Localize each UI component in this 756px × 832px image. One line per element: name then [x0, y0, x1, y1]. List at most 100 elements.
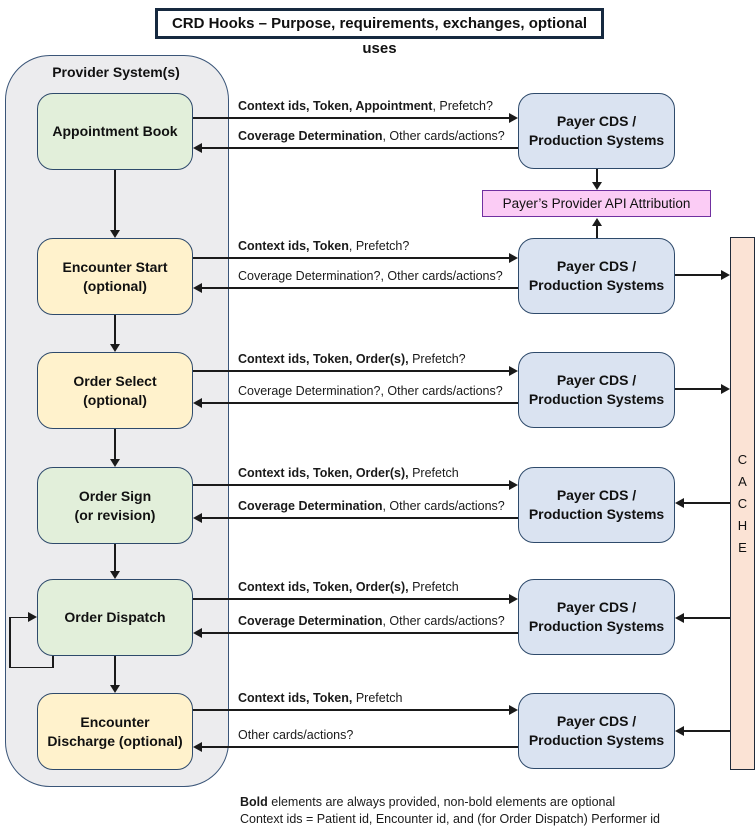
dispatch-loop-line-c [9, 617, 11, 668]
response-arrowhead-6 [193, 742, 202, 752]
dispatch-loop-line-b [9, 666, 54, 668]
flow-arrowhead-3-4 [110, 459, 120, 467]
cache-arrowhead-in-1 [721, 270, 730, 280]
response-arrow-line-3 [202, 402, 518, 404]
provider-systems-label: Provider System(s) [52, 64, 180, 80]
request-label-1: Context ids, Token, Appointment, Prefetc… [238, 99, 493, 113]
payer-cds-box-1: Payer CDS / Production Systems [518, 93, 675, 169]
payer-provider-api-attribution-box: Payer’s Provider API Attribution [482, 190, 711, 217]
request-arrow-line-6 [193, 709, 509, 711]
cache-arrow-line-in-1 [675, 274, 721, 276]
payer-cds-box-6: Payer CDS / Production Systems [518, 693, 675, 769]
payer-cds-box-5: Payer CDS / Production Systems [518, 579, 675, 655]
cache-arrow-line-out-1 [684, 502, 730, 504]
request-label-3: Context ids, Token, Order(s), Prefetch? [238, 352, 466, 366]
response-label-5-bold: Coverage Determination [238, 614, 383, 628]
request-arrow-line-4 [193, 484, 509, 486]
request-arrow-line-2 [193, 257, 509, 259]
response-arrowhead-4 [193, 513, 202, 523]
flow-arrowhead-4-5 [110, 571, 120, 579]
response-label-2: Coverage Determination?, Other cards/act… [238, 269, 503, 283]
request-label-1-bold: Context ids, Token, Appointment [238, 99, 433, 113]
footer-note-2: Context ids = Patient id, Encounter id, … [240, 812, 660, 826]
footer-note-1-bold: Bold [240, 795, 268, 809]
provider-box-order-select: Order Select (optional) [37, 352, 193, 429]
payer-cds-box-4: Payer CDS / Production Systems [518, 467, 675, 543]
request-label-2-rest: , Prefetch? [348, 239, 410, 253]
provider-box-encounter-start: Encounter Start (optional) [37, 238, 193, 315]
response-arrowhead-1 [193, 143, 202, 153]
request-label-4-bold: Context ids, Token, Order(s), [238, 466, 409, 480]
cache-arrowhead-out-2 [675, 613, 684, 623]
request-label-6: Context ids, Token, Prefetch [238, 691, 402, 705]
flow-arrowhead-1-2 [110, 230, 120, 238]
request-label-6-bold: Context ids, Token, [238, 691, 353, 705]
request-label-1-rest: , Prefetch? [432, 99, 493, 113]
attribution-arrow-line-up [596, 226, 598, 238]
response-label-5-rest: , Other cards/actions? [382, 614, 505, 628]
attribution-arrowhead-up [592, 218, 602, 226]
flow-arrow-line-4-5 [114, 544, 116, 572]
request-label-3-rest: Prefetch? [408, 352, 466, 366]
request-arrowhead-3 [509, 366, 518, 376]
request-label-3-bold: Context ids, Token, Order(s), [238, 352, 409, 366]
request-label-5-rest: Prefetch [408, 580, 459, 594]
flow-arrowhead-2-3 [110, 344, 120, 352]
response-label-4-rest: , Other cards/actions? [382, 499, 505, 513]
request-arrowhead-4 [509, 480, 518, 490]
request-arrow-line-5 [193, 598, 509, 600]
flow-arrow-line-5-6 [114, 656, 116, 686]
response-arrow-line-2 [202, 287, 518, 289]
flow-arrow-line-1-2 [114, 170, 116, 231]
flow-arrowhead-5-6 [110, 685, 120, 693]
response-arrow-line-6 [202, 746, 518, 748]
request-label-6-rest: Prefetch [352, 691, 403, 705]
response-label-1-rest: , Other cards/actions? [382, 129, 505, 143]
cache-arrow-line-out-3 [684, 730, 730, 732]
footer-note-1-rest: elements are always provided, non-bold e… [267, 795, 616, 809]
request-arrow-line-3 [193, 370, 509, 372]
response-arrow-line-5 [202, 632, 518, 634]
cache-arrowhead-out-3 [675, 726, 684, 736]
cache-arrowhead-in-2 [721, 384, 730, 394]
response-arrowhead-5 [193, 628, 202, 638]
dispatch-loop-line-d [9, 616, 29, 618]
provider-box-appointment-book: Appointment Book [37, 93, 193, 170]
request-label-2-bold: Context ids, Token [238, 239, 349, 253]
response-label-6-rest: Other cards/actions? [238, 728, 354, 742]
payer-cds-box-2: Payer CDS / Production Systems [518, 238, 675, 314]
dispatch-loop-line-a [52, 656, 54, 668]
response-label-3-rest: Coverage Determination?, Other cards/act… [238, 384, 503, 398]
response-label-5: Coverage Determination, Other cards/acti… [238, 614, 505, 628]
response-label-6: Other cards/actions? [238, 728, 353, 742]
request-arrowhead-2 [509, 253, 518, 263]
attribution-arrowhead-down [592, 182, 602, 190]
response-arrowhead-3 [193, 398, 202, 408]
response-label-3: Coverage Determination?, Other cards/act… [238, 384, 503, 398]
request-label-4: Context ids, Token, Order(s), Prefetch [238, 466, 459, 480]
response-arrow-line-1 [202, 147, 518, 149]
request-label-4-rest: Prefetch [408, 466, 459, 480]
request-label-2: Context ids, Token, Prefetch? [238, 239, 409, 253]
response-label-1: Coverage Determination, Other cards/acti… [238, 129, 505, 143]
cache-arrowhead-out-1 [675, 498, 684, 508]
flow-arrow-line-3-4 [114, 429, 116, 460]
diagram-title: CRD Hooks – Purpose, requirements, excha… [155, 8, 604, 57]
response-label-4-bold: Coverage Determination [238, 499, 383, 513]
cache-arrow-line-in-2 [675, 388, 721, 390]
cache-box: C A C H E [730, 237, 755, 770]
cache-arrow-line-out-2 [684, 617, 730, 619]
provider-box-order-dispatch: Order Dispatch [37, 579, 193, 656]
provider-box-encounter-discharge: Encounter Discharge (optional) [37, 693, 193, 770]
dispatch-loop-arrowhead [28, 612, 37, 622]
attribution-arrow-line-down [596, 169, 598, 183]
footer-note-1: Bold elements are always provided, non-b… [240, 795, 615, 809]
payer-cds-box-3: Payer CDS / Production Systems [518, 352, 675, 428]
response-label-1-bold: Coverage Determination [238, 129, 383, 143]
response-arrow-line-4 [202, 517, 518, 519]
response-label-2-rest: Coverage Determination?, Other cards/act… [238, 269, 503, 283]
flow-arrow-line-2-3 [114, 315, 116, 345]
request-label-5-bold: Context ids, Token, Order(s), [238, 580, 409, 594]
request-arrow-line-1 [193, 117, 509, 119]
provider-box-order-sign: Order Sign (or revision) [37, 467, 193, 544]
